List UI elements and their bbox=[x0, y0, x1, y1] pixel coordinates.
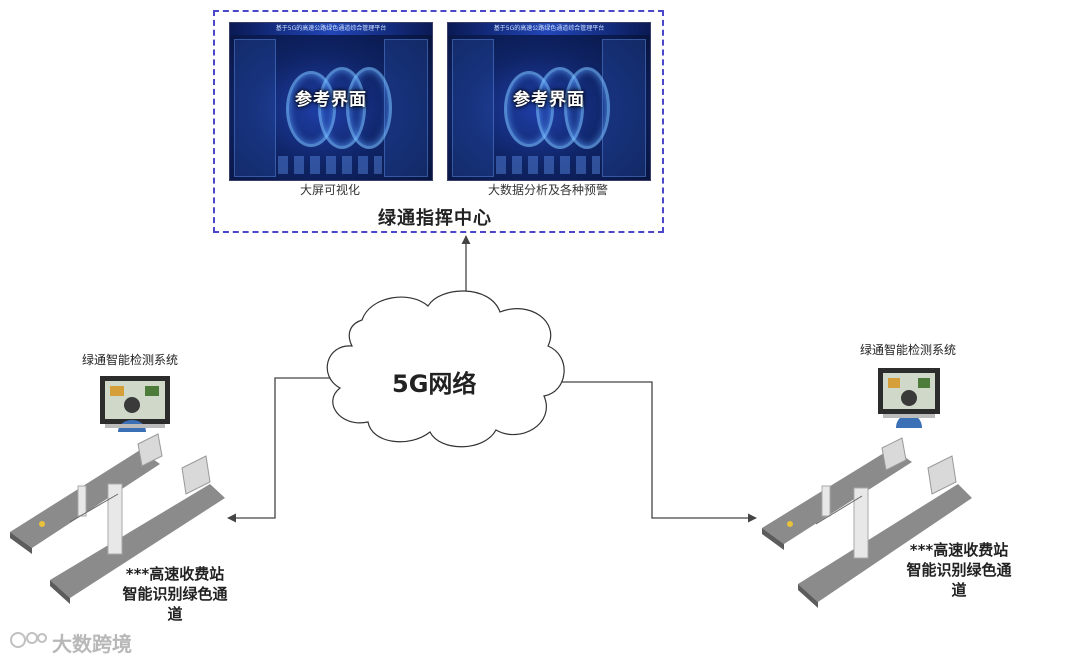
station-label-line: 智能识别绿色通 bbox=[122, 585, 228, 603]
screen-header-bar: 基于5G的高速公路绿色通道综合管理平台 bbox=[448, 23, 650, 35]
screen-ring bbox=[346, 67, 392, 149]
screen-caption-1: 大屏可视化 bbox=[299, 183, 360, 197]
screen-left-panel bbox=[452, 39, 494, 177]
right-station-illustration bbox=[762, 368, 972, 608]
watermark-logo-icon bbox=[10, 632, 47, 648]
station-label-left: ***高速收费站 智能识别绿色通 道 bbox=[100, 564, 250, 624]
screen-stat-row bbox=[496, 156, 600, 174]
screen-caption-2: 大数据分析及各种预警 bbox=[487, 183, 608, 197]
right-link-arrow bbox=[550, 381, 757, 523]
monitor-operator-icon bbox=[878, 368, 940, 428]
station-label-line: ***高速收费站 bbox=[909, 541, 1009, 559]
screen-header-bar: 基于5G的高速公路绿色通道综合管理平台 bbox=[230, 23, 432, 35]
screen-overlay-label: 参考界面 bbox=[513, 90, 585, 110]
toll-lane-icon bbox=[762, 437, 972, 608]
screen-overlay-label: 参考界面 bbox=[295, 90, 367, 110]
dashboard-screen-1: 基于5G的高速公路绿色通道综合管理平台 参考界面 bbox=[229, 22, 433, 181]
station-label-line: 智能识别绿色通 bbox=[906, 561, 1012, 579]
cloud-shape bbox=[326, 290, 565, 448]
toll-lane-icon bbox=[10, 433, 225, 604]
system-title-left: 绿通智能检测系统 bbox=[82, 353, 179, 367]
station-label-right: ***高速收费站 智能识别绿色通 道 bbox=[884, 540, 1034, 600]
left-link-arrow bbox=[227, 377, 332, 523]
screen-header-text: 基于5G的高速公路绿色通道综合管理平台 bbox=[275, 25, 387, 32]
dashboard-screen-2: 基于5G的高速公路绿色通道综合管理平台 参考界面 bbox=[447, 22, 651, 181]
monitor-operator-icon bbox=[100, 376, 170, 432]
screen-left-panel bbox=[234, 39, 276, 177]
station-label-line: 道 bbox=[951, 581, 967, 599]
screen-header-text: 基于5G的高速公路绿色通道综合管理平台 bbox=[493, 25, 605, 32]
command-center-title: 绿通指挥中心 bbox=[378, 208, 492, 229]
left-station-illustration bbox=[10, 376, 225, 604]
screen-stat-row bbox=[278, 156, 382, 174]
station-label-line: ***高速收费站 bbox=[125, 565, 225, 583]
command-center-frame bbox=[213, 10, 664, 233]
network-label: 5G网络 bbox=[392, 370, 477, 398]
station-label-line: 道 bbox=[167, 605, 183, 623]
watermark-text: 大数跨境 bbox=[52, 632, 132, 656]
screen-ring bbox=[564, 67, 610, 149]
system-title-right: 绿通智能检测系统 bbox=[860, 343, 957, 357]
